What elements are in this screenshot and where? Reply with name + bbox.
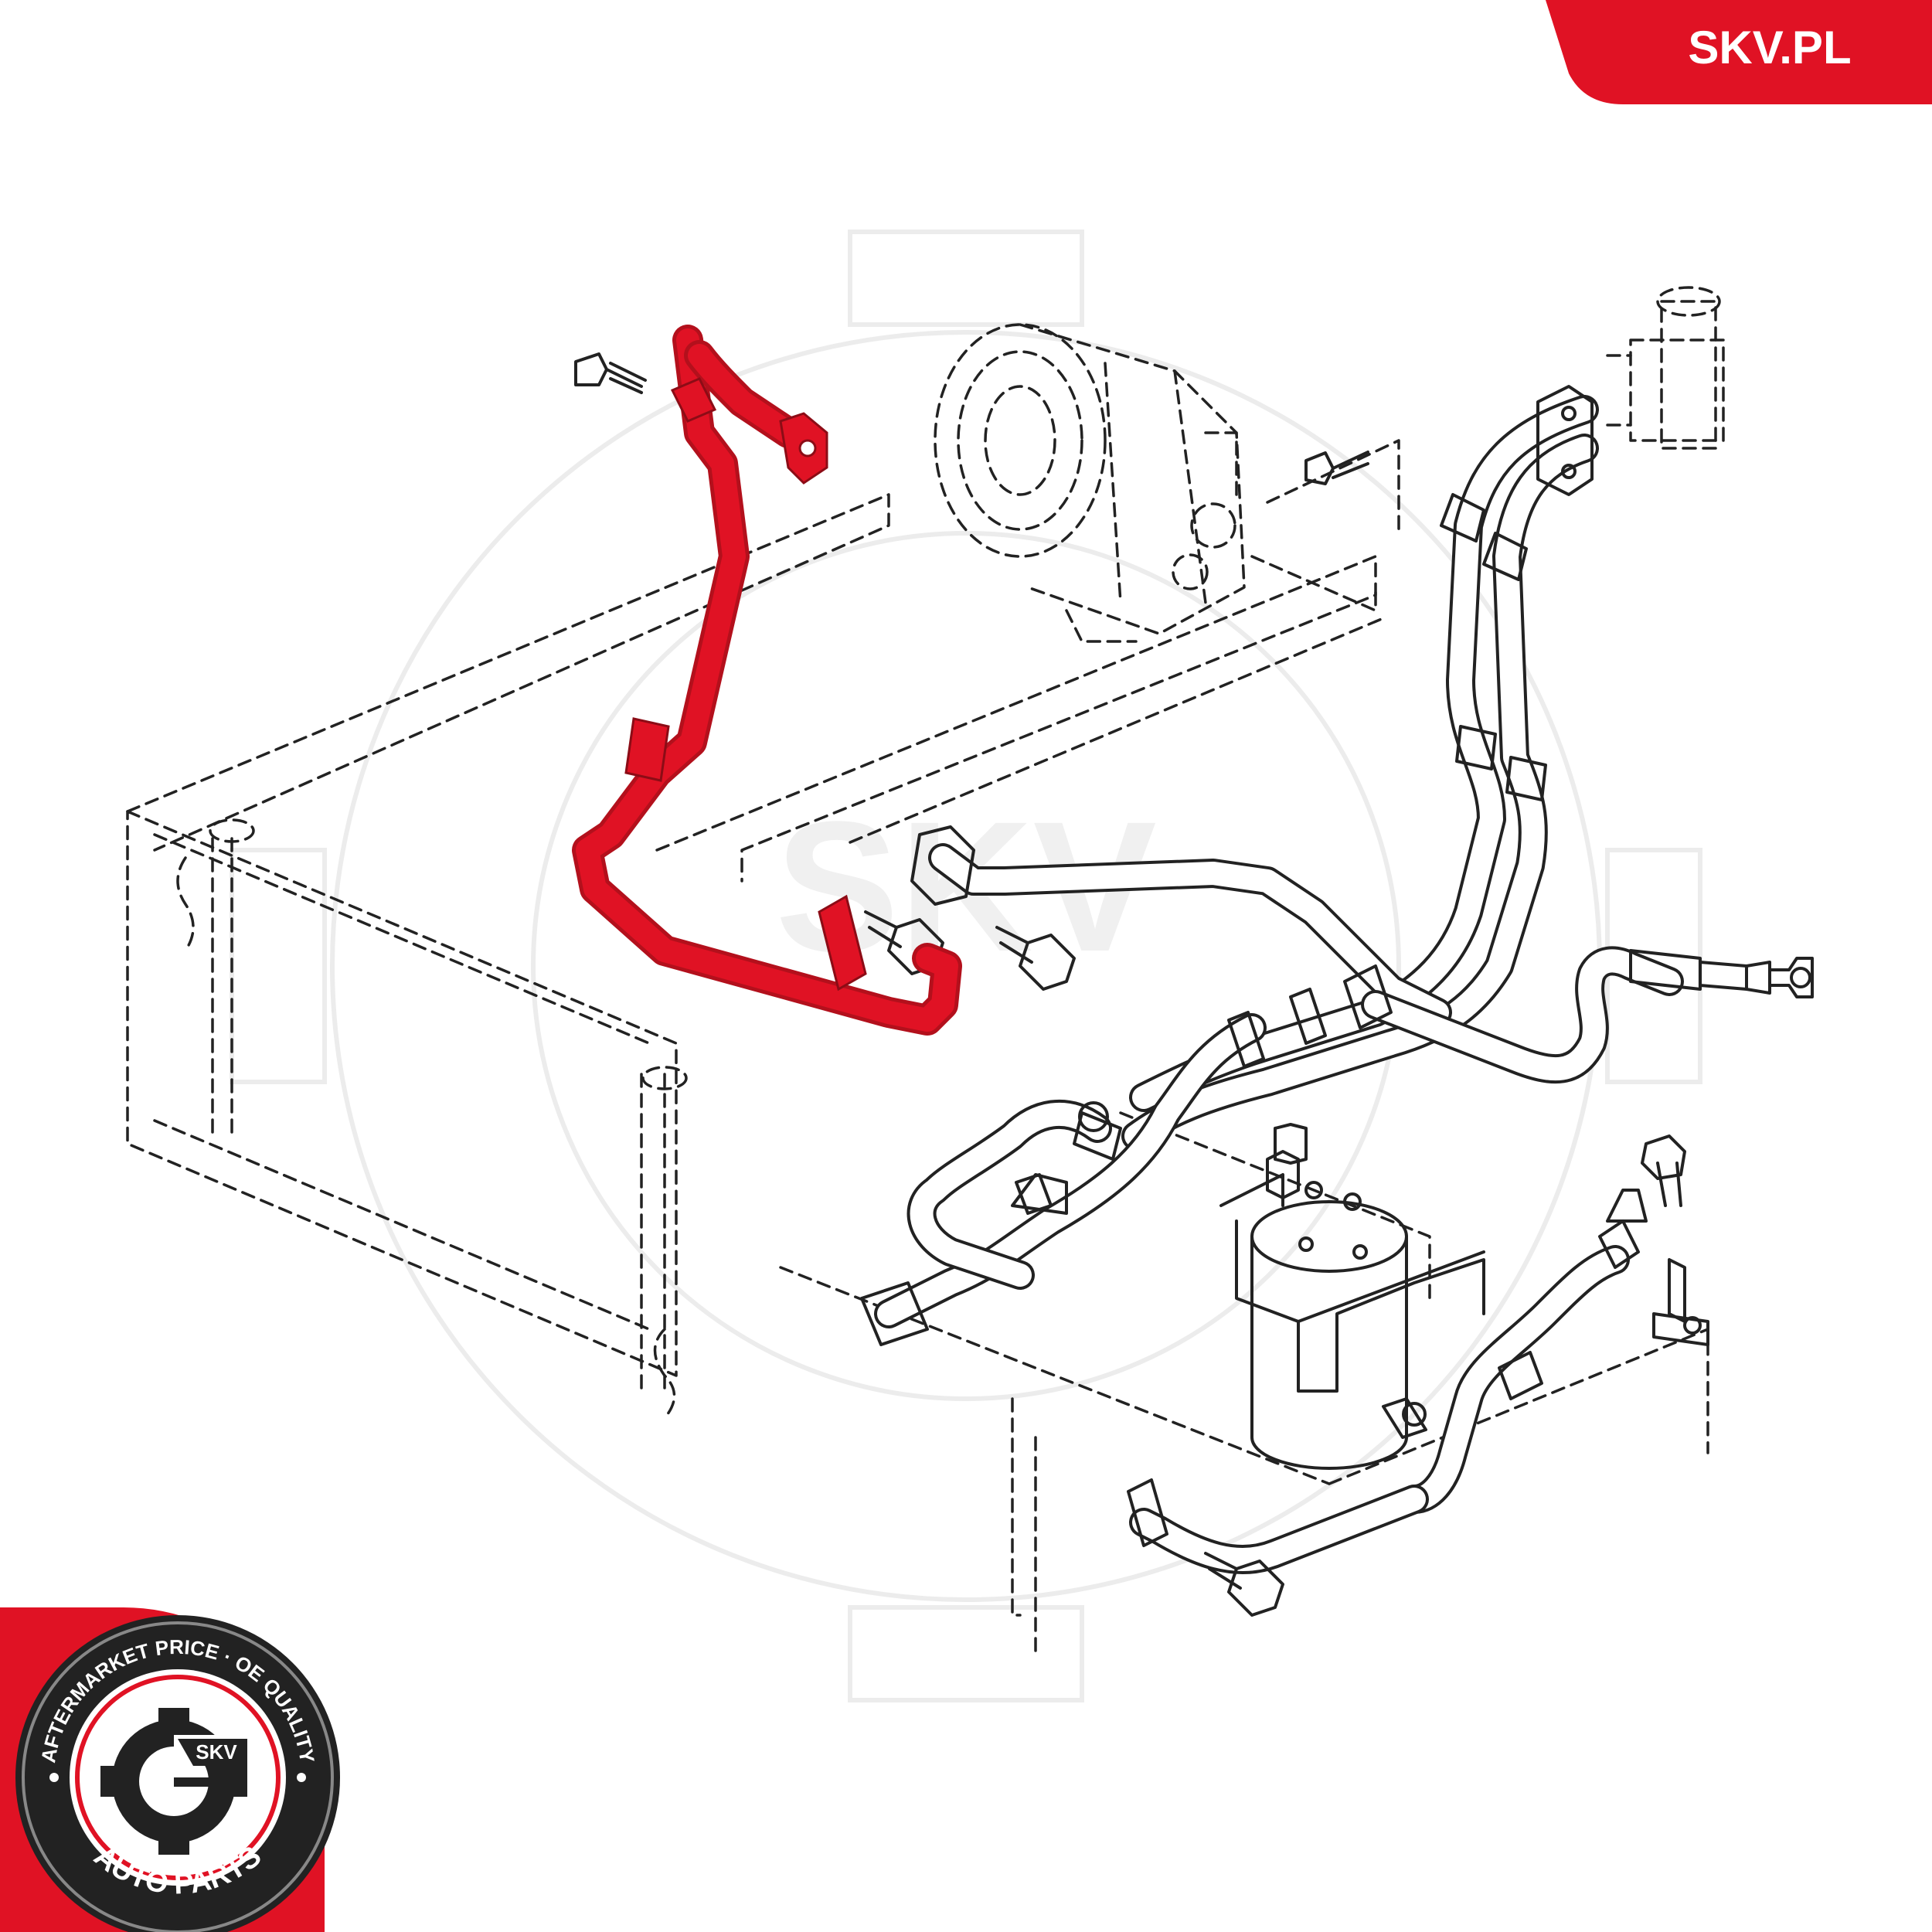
liquid-line: [860, 988, 1327, 1346]
expansion-valve: [1606, 286, 1725, 450]
suction-line: [910, 825, 1814, 1084]
site-label: SKV.PL: [1688, 22, 1851, 73]
condenser: [126, 810, 688, 1420]
compressor: [934, 323, 1246, 643]
site-badge[interactable]: SKV.PL: [1546, 0, 1932, 104]
dryer-outlet-pipe: [1400, 1189, 1709, 1514]
watermark-gear-icon: SKV: [230, 230, 1702, 1702]
condenser-outlet-pipe: [1127, 1478, 1429, 1574]
skv-seal-logo: AFTERMARKET PRICE · OE QUALITY AUTO PART…: [0, 1607, 340, 1932]
highlighted-ac-hose: [572, 325, 962, 1036]
bolt-icon: [1641, 1134, 1686, 1207]
bolt-icon: [1304, 451, 1369, 485]
receiver-dryer: [1219, 1123, 1485, 1470]
bolt-icon: [1204, 1552, 1284, 1617]
bolt-icon: [995, 926, 1076, 991]
evaporator-lines: [1121, 385, 1599, 1151]
seal-brand: SKV: [196, 1740, 237, 1764]
bolt-icon: [574, 352, 647, 394]
